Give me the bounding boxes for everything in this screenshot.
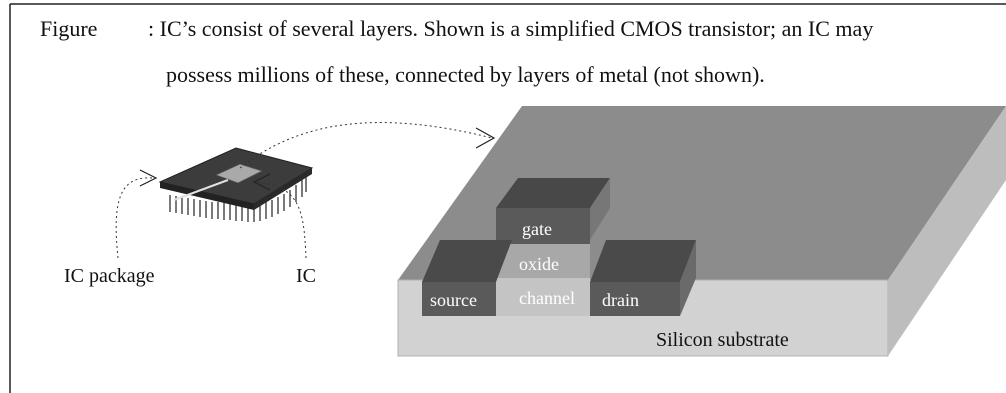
drain-label: drain (602, 290, 639, 310)
caption-line-1: : IC’s consist of several layers. Shown … (148, 16, 874, 41)
ic-package-leader (115, 177, 153, 259)
drain-block (590, 240, 696, 316)
ic-package-arrow-icon (139, 169, 158, 187)
zoom-arrow-icon (475, 127, 496, 149)
caption-line-2: possess millions of these, connected by … (166, 62, 765, 87)
ic-leader (255, 181, 307, 259)
substrate-label: Silicon substrate (656, 329, 789, 351)
ic-arrow-icon (252, 173, 271, 191)
figure-label: Figure (40, 16, 98, 41)
gate-label: gate (522, 219, 552, 239)
gate-stack (496, 178, 610, 316)
oxide-label: oxide (519, 254, 559, 274)
ic-label: IC (296, 265, 316, 287)
ic-package-illustration (158, 147, 314, 222)
ic-package-label: IC package (64, 265, 155, 287)
source-block (422, 240, 512, 316)
source-label: source (430, 290, 477, 310)
channel-label: channel (519, 288, 575, 308)
silicon-substrate (397, 106, 1006, 357)
zoom-leader (239, 122, 493, 169)
